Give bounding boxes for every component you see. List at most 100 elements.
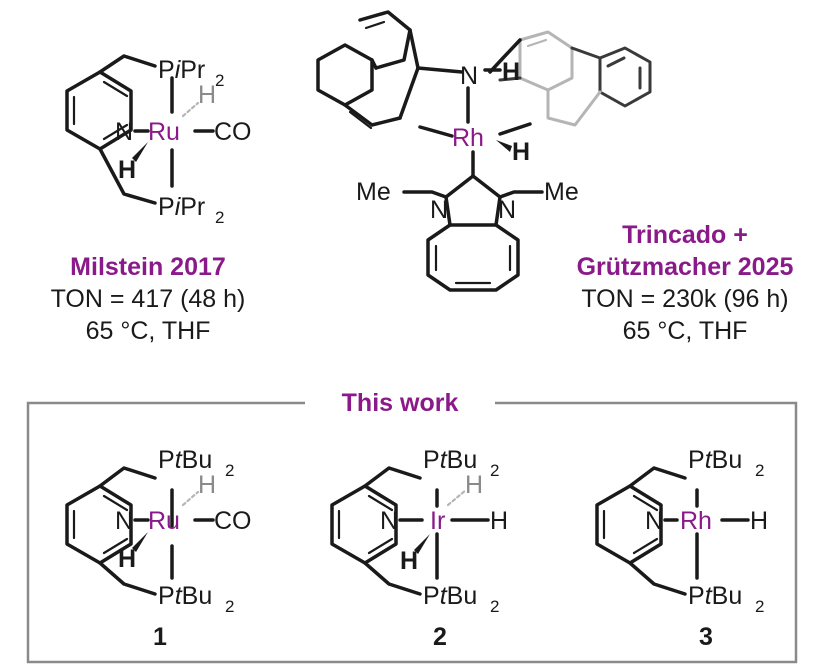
c2-number: 2 — [433, 623, 447, 651]
trincado-caption-title-1: Trincado + — [622, 221, 748, 249]
amine-n-label: N — [460, 62, 478, 90]
bottom-ch2-arm — [98, 147, 157, 205]
c3-number: 3 — [699, 623, 713, 651]
left-olefin-rh-bond — [418, 125, 454, 138]
trincado-caption-conditions: 65 °C, THF — [623, 317, 748, 345]
c2-pyridine-double-bonds — [337, 494, 394, 555]
c3-pyridine-double-bonds — [602, 494, 659, 555]
c2-right-ligand-label: H — [490, 507, 508, 535]
top-ch2-arm — [98, 54, 157, 74]
h-dash-label: H — [198, 81, 216, 109]
c1-p-top-label: PtBu — [158, 446, 212, 474]
c1-pyridine-double-bonds — [72, 494, 129, 555]
left-benzo-ring-b — [358, 10, 412, 70]
c1-h-dash — [181, 490, 200, 507]
c3-p-bottom-sub: 2 — [755, 597, 764, 616]
left-me-label: Me — [356, 178, 391, 206]
c2-h-dash-label: H — [465, 471, 483, 499]
left-olefin-bridge — [343, 103, 402, 127]
right-olefin-bridge — [546, 88, 602, 127]
left-benzo-double-b — [364, 20, 386, 30]
c1-number: 1 — [153, 623, 167, 651]
right-ring-link — [570, 46, 602, 60]
ru-h-dash-bond — [181, 101, 200, 118]
c1-metal-label: Ru — [148, 507, 180, 535]
amine-h-label: H — [502, 58, 520, 86]
c3-metal-label: Rh — [680, 507, 712, 535]
milstein-complex: PiPr 2 PiPr 2 N Ru CO H H Milstein 2017 … — [51, 54, 252, 345]
milstein-caption-ton: TON = 417 (48 h) — [51, 285, 246, 313]
p-top-subscript: 2 — [215, 71, 224, 90]
ru-metal-label: Ru — [148, 118, 180, 146]
this-work-box: This work PtBu 2 PtBu 2 N Ru CO H H 1 — [26, 389, 798, 664]
h-wedge-label: H — [118, 156, 136, 184]
c3-n-label: N — [645, 507, 663, 535]
c1-bottom-arm — [98, 561, 157, 596]
compound-3: PtBu 2 PtBu 2 N Rh H 3 — [595, 446, 768, 651]
trincado-caption-title-2: Grützmacher 2025 — [577, 253, 794, 281]
nhc-benzo-ring — [426, 223, 520, 292]
p-bottom-label: PiPr — [158, 193, 205, 221]
nhc-left-n-label: N — [430, 196, 448, 224]
c2-top-arm — [363, 466, 422, 488]
co-ligand-label: CO — [214, 118, 252, 146]
c3-top-arm — [628, 466, 687, 488]
c2-h-wedge-label: H — [400, 547, 418, 575]
c3-p-bottom-label: PtBu — [688, 582, 742, 610]
right-n-methyl-bond — [498, 190, 544, 199]
c2-n-label: N — [380, 507, 398, 535]
c1-h-wedge — [132, 532, 148, 552]
milstein-caption-conditions: 65 °C, THF — [86, 317, 211, 345]
c1-h-wedge-label: H — [118, 545, 136, 573]
nhc-ring — [444, 174, 502, 227]
c1-n-label: N — [115, 507, 133, 535]
c2-h-dash — [446, 488, 468, 507]
c3-p-top-label: PtBu — [688, 446, 742, 474]
c2-h-wedge — [414, 534, 430, 554]
right-benzo-double — [526, 38, 548, 48]
nhc-benzo-double-bonds — [434, 244, 512, 285]
left-n-methyl-bond — [402, 190, 448, 199]
left-ring-fusion — [370, 58, 378, 70]
rh-metal-label: Rh — [452, 124, 484, 152]
left-benzo-ring-a — [316, 43, 374, 107]
rh-h-label: H — [512, 138, 530, 166]
p-bottom-subscript: 2 — [215, 208, 224, 227]
left-ch-n-bond — [416, 66, 464, 74]
right-benzo-ring-b — [598, 46, 652, 108]
compound-1: PtBu 2 PtBu 2 N Ru CO H H 1 — [65, 446, 252, 651]
right-ch-bond — [488, 38, 522, 74]
nhc-right-n-label: N — [498, 196, 516, 224]
compound-2: PtBu 2 PtBu 2 N Ir H H H 2 — [330, 446, 508, 651]
p-top-label: PiPr — [158, 56, 205, 84]
rh-h-wedge — [496, 140, 512, 152]
c1-right-ligand-label: CO — [214, 507, 252, 535]
right-olefin-rh-bond — [498, 122, 532, 136]
milstein-caption-title: Milstein 2017 — [70, 253, 226, 281]
left-olefin-double — [348, 110, 373, 130]
n-label: N — [115, 118, 133, 146]
pyridine-double-bonds — [72, 80, 129, 141]
c2-p-top-sub: 2 — [490, 461, 499, 480]
c1-top-arm — [98, 466, 157, 488]
trincado-complex: N H Rh H N N Me Me Trincado + Grützmache… — [316, 10, 794, 345]
c2-p-bottom-label: PtBu — [423, 582, 477, 610]
right-benzo-double-b — [606, 56, 642, 90]
trincado-caption-ton: TON = 230k (96 h) — [581, 285, 788, 313]
c1-h-dash-label: H — [198, 471, 216, 499]
this-work-title: This work — [342, 389, 459, 417]
ru-h-wedge-bond — [132, 142, 148, 162]
c2-metal-label: Ir — [430, 507, 445, 535]
this-work-frame — [26, 401, 798, 664]
c1-p-top-sub: 2 — [225, 461, 234, 480]
c3-p-top-sub: 2 — [755, 461, 764, 480]
c2-p-top-label: PtBu — [423, 446, 477, 474]
right-me-label: Me — [544, 178, 579, 206]
c2-bottom-arm — [363, 561, 422, 596]
c3-right-ligand-label: H — [750, 507, 768, 535]
c3-bottom-arm — [628, 561, 687, 596]
c1-p-bottom-sub: 2 — [225, 597, 234, 616]
c1-p-bottom-label: PtBu — [158, 582, 212, 610]
c2-p-bottom-sub: 2 — [490, 597, 499, 616]
